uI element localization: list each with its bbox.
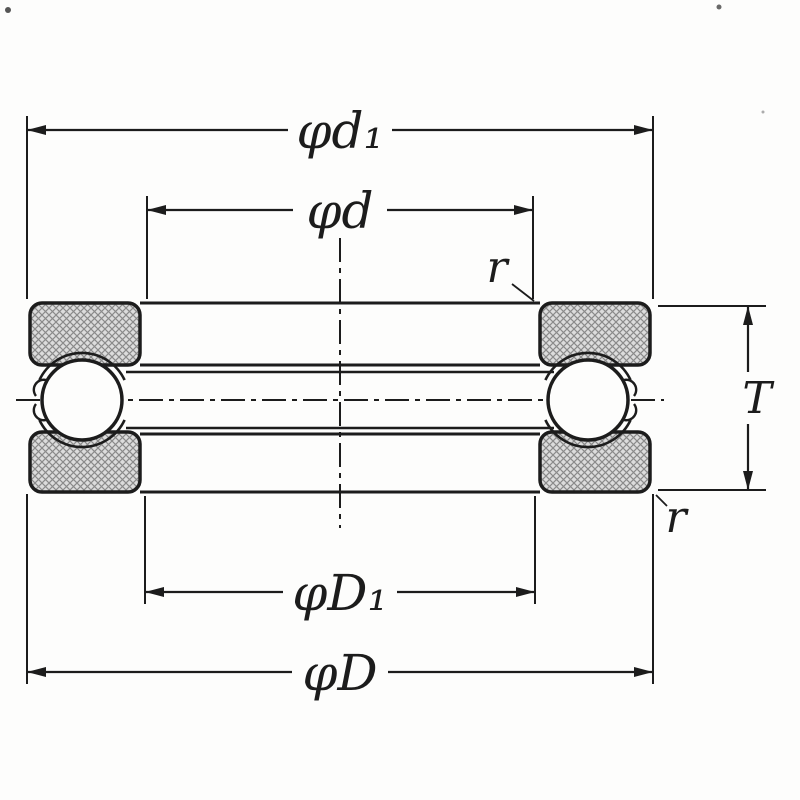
fillet-label-top: r [486, 242, 535, 302]
dimension-phi-D1: φD₁ [145, 564, 535, 622]
dim-label-phi-d: φd [306, 182, 373, 240]
washer-lip-curl [32, 378, 47, 397]
fillet-r-bottom-label: r [665, 492, 689, 543]
ball [546, 358, 630, 442]
fillet-label-bottom: r [655, 492, 689, 543]
shaft-washer-left-block [28, 301, 142, 367]
arrowhead-right [514, 205, 533, 215]
shaft-washer-right-block [538, 301, 652, 367]
groove-arc-lower [544, 419, 632, 449]
scan-speck [761, 110, 765, 114]
dim-label-phi-d1: φd₁ [296, 102, 383, 160]
washer-lip-curl [623, 403, 638, 422]
scan-speck [716, 4, 722, 10]
arrowhead-right [516, 587, 535, 597]
arrowhead-top [743, 306, 753, 325]
dim-label-phi-D1: φD₁ [292, 564, 387, 622]
arrowhead-right [634, 667, 653, 677]
groove-arc-lower [38, 419, 126, 449]
dimension-phi-d: φd [147, 182, 533, 240]
washer-lip-curl [623, 378, 638, 397]
housing-washer-section [28, 426, 652, 494]
dimension-t: T [742, 306, 775, 490]
dim-label-phi-D: φD [302, 644, 377, 702]
ball-right [544, 351, 638, 449]
dim-label-t: T [742, 373, 775, 424]
arrowhead-left [145, 587, 164, 597]
ball-left [32, 351, 126, 449]
washer-lip-curl [32, 403, 47, 422]
arrowhead-left [27, 125, 46, 135]
bearing-section [28, 301, 652, 494]
arrowhead-right [634, 125, 653, 135]
scan-specks [5, 4, 765, 114]
scan-speck [5, 7, 11, 13]
dimension-phi-d1: φd₁ [27, 102, 653, 160]
arrowhead-left [147, 205, 166, 215]
fillet-r-top-label: r [486, 242, 510, 293]
leader-line [511, 283, 535, 302]
groove-arc-upper [544, 351, 632, 381]
groove-arc-upper [38, 351, 126, 381]
leader-line [655, 494, 668, 507]
arrowhead-bottom [743, 471, 753, 490]
arrowhead-left [27, 667, 46, 677]
shaft-washer-section [28, 301, 652, 374]
ball [40, 358, 124, 442]
dimension-phi-D: φD [27, 644, 653, 702]
